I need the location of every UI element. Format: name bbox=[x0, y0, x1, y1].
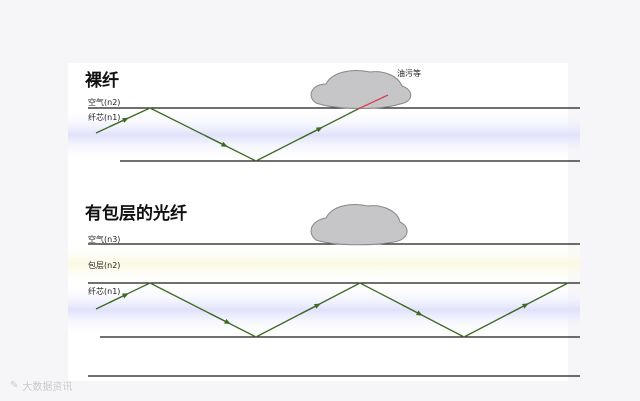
clad-ray-arrow-5 bbox=[507, 303, 529, 315]
clad-ray-arrow-3 bbox=[299, 303, 321, 315]
clad-core-label: 纤芯(n1) bbox=[88, 287, 121, 296]
bare-core-label: 纤芯(n1) bbox=[88, 113, 121, 122]
clad-air-label: 空气(n3) bbox=[88, 235, 121, 244]
contaminant-blob-top bbox=[310, 70, 412, 109]
bare-air-label: 空气(n2) bbox=[88, 98, 121, 107]
clad-ray-arrow-4 bbox=[401, 304, 423, 316]
cladding-label: 包层(n2) bbox=[88, 261, 121, 270]
bare-ray-arrow-1 bbox=[109, 117, 129, 128]
clad-ray-arrow-2 bbox=[209, 313, 231, 325]
cladding-region bbox=[68, 245, 580, 283]
clad-core-region bbox=[68, 284, 580, 336]
bare-ray-arrow-2 bbox=[204, 134, 228, 147]
clad-ray-arrow-1 bbox=[109, 293, 129, 303]
clad-fiber-title: 有包层的光纤 bbox=[85, 204, 187, 224]
contaminant-blob-bottom bbox=[310, 204, 408, 246]
watermark-logo-icon: ✎ bbox=[10, 380, 19, 391]
contaminant-label: 油污等 bbox=[397, 69, 421, 78]
watermark: ✎ 大数据资讯 bbox=[10, 378, 72, 393]
bare-fiber-title: 裸纤 bbox=[85, 71, 119, 91]
watermark-text: 大数据资讯 bbox=[22, 382, 73, 393]
bare-ray-arrow-3 bbox=[299, 127, 323, 140]
bare-core-region bbox=[68, 109, 580, 161]
leaking-ray bbox=[357, 94, 389, 110]
